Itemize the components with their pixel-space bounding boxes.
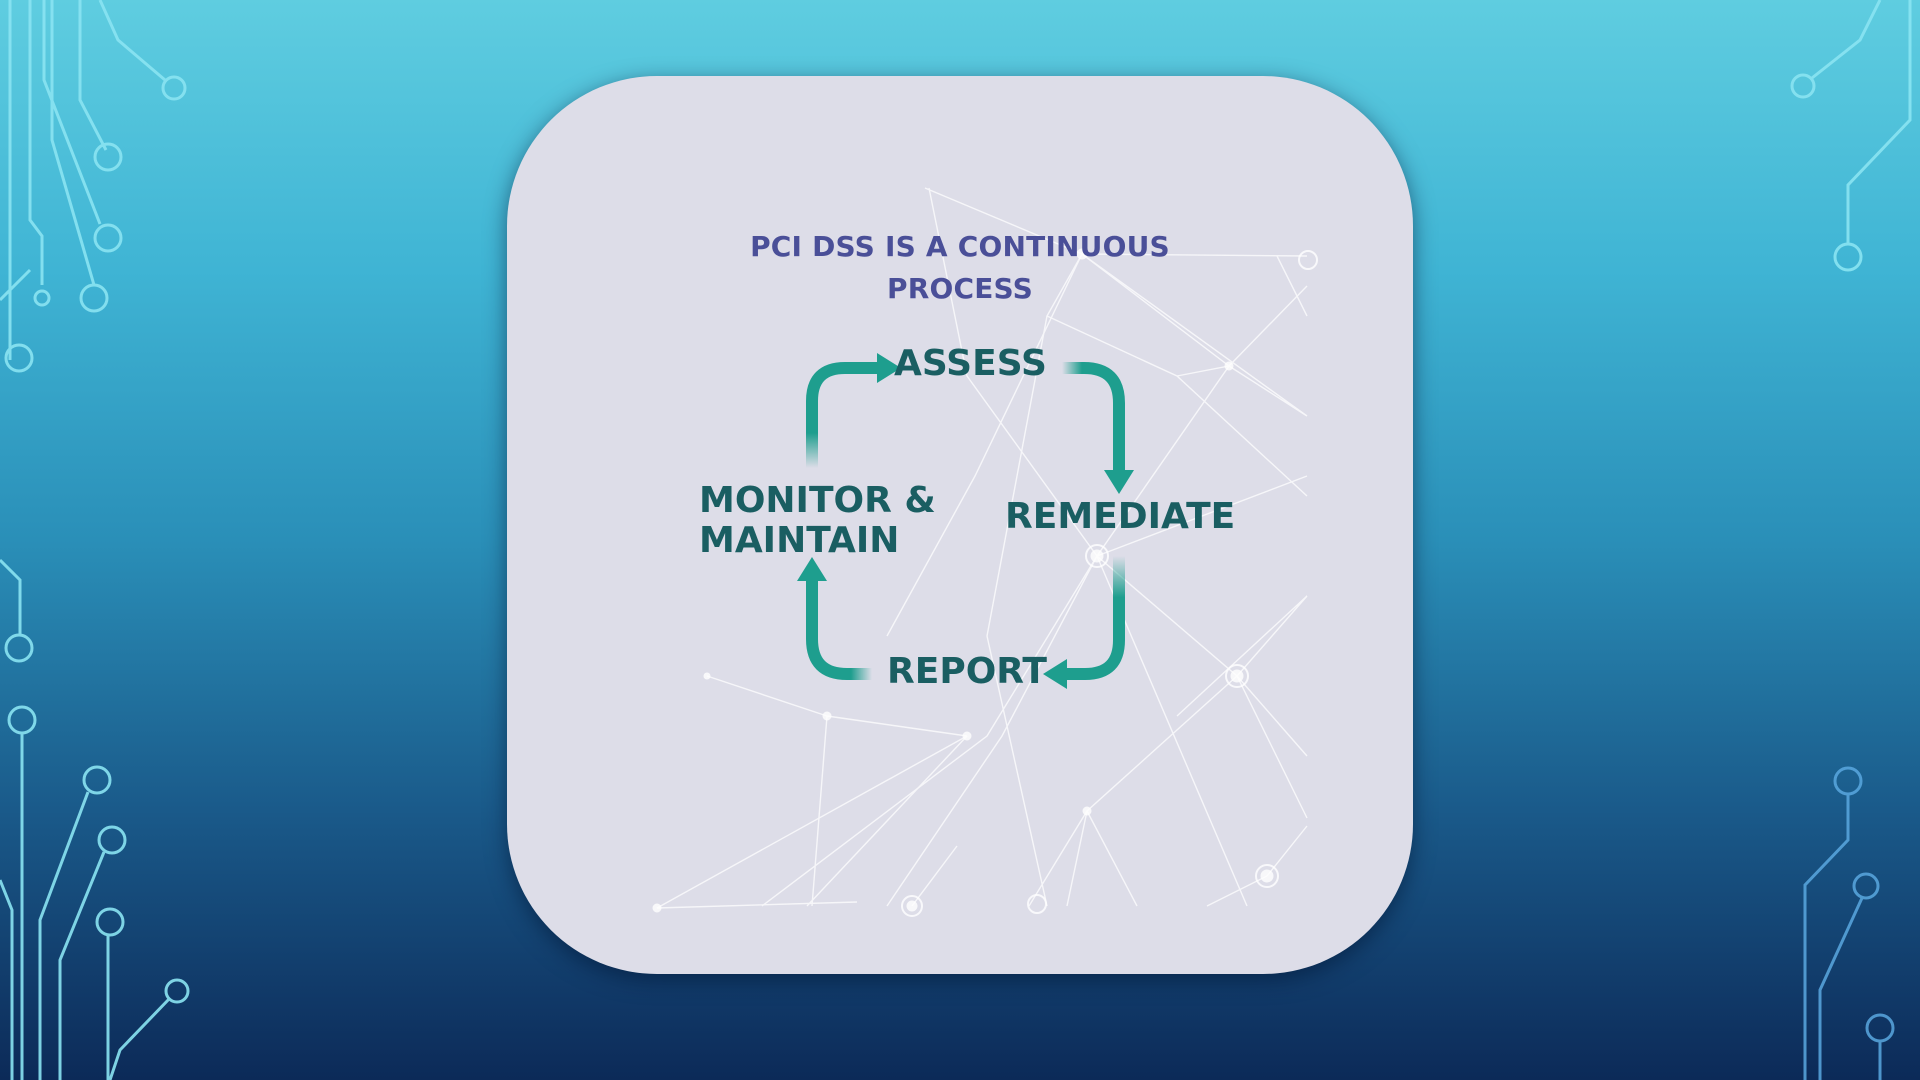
- arrow-remediate-to-report: [1043, 556, 1125, 689]
- cycle-arrows: [797, 353, 1134, 689]
- arrow-report-to-monitor: [797, 557, 872, 680]
- step-monitor-line2: MAINTAIN: [699, 520, 900, 561]
- step-monitor-line1: MONITOR &: [699, 480, 936, 521]
- step-assess: ASSESS: [894, 343, 1047, 384]
- arrow-assess-to-remediate: [1062, 362, 1134, 494]
- diagram-title-line1: PCI DSS IS A CONTINUOUS: [750, 230, 1170, 263]
- diagram-title: PCI DSS IS A CONTINUOUS PROCESS: [507, 226, 1413, 310]
- network-background: [652, 187, 1318, 917]
- step-monitor-maintain: MONITOR & MAINTAIN: [699, 481, 936, 561]
- process-card: PCI DSS IS A CONTINUOUS PROCESS: [507, 76, 1413, 974]
- step-report: REPORT: [887, 651, 1047, 692]
- arrow-monitor-to-assess: [806, 353, 901, 468]
- diagram-title-line2: PROCESS: [886, 272, 1034, 305]
- step-remediate: REMEDIATE: [1005, 496, 1236, 537]
